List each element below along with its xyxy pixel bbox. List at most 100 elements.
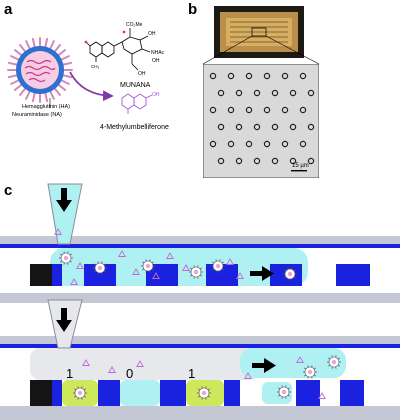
spike — [7, 74, 18, 79]
microwell-array-image: 15 µm — [203, 64, 319, 178]
microwell — [299, 106, 307, 114]
spike — [10, 79, 20, 85]
microwell — [217, 123, 225, 131]
microwell — [271, 89, 279, 97]
spike — [13, 49, 23, 57]
virus-particle — [141, 259, 155, 273]
ha-label: Hemagglutinin (HA) — [22, 104, 70, 110]
microwell — [289, 89, 297, 97]
product-triangle — [82, 359, 90, 366]
microwell — [245, 140, 253, 148]
spike — [49, 90, 55, 100]
microwell — [281, 106, 289, 114]
virus-spikes — [7, 37, 73, 103]
microwell — [281, 140, 289, 148]
microwell — [271, 123, 279, 131]
spike — [44, 37, 49, 48]
microwell — [307, 157, 315, 165]
spike — [53, 87, 61, 97]
virus-particle — [211, 259, 225, 273]
substituent-oh-bottom: OH — [138, 71, 146, 77]
virus-particle — [277, 385, 291, 399]
compartment-readout-3: 1 — [188, 366, 195, 381]
substituent-ch3: CH₃ — [91, 64, 99, 69]
compartment-readout-1: 1 — [66, 366, 73, 381]
microwell — [217, 157, 225, 165]
microwell — [253, 89, 261, 97]
microwell — [289, 157, 297, 165]
virus-particle — [283, 267, 297, 281]
spike — [60, 79, 70, 85]
spike — [7, 61, 18, 66]
spike — [13, 83, 23, 91]
product-oh: OH — [152, 92, 160, 98]
microwell — [289, 123, 297, 131]
compartment-readout-2: 0 — [126, 366, 133, 381]
microwell — [227, 106, 235, 114]
microwell — [227, 72, 235, 80]
4mu-structure: OH — [121, 92, 160, 114]
spike — [10, 55, 20, 61]
microwell — [271, 157, 279, 165]
spike — [25, 40, 31, 50]
microwell — [235, 89, 243, 97]
panel-b-letter: b — [188, 1, 198, 18]
virus-particle — [93, 261, 107, 275]
loading-particles — [54, 228, 297, 285]
spike — [31, 92, 36, 103]
microwell — [235, 123, 243, 131]
spike — [57, 83, 67, 91]
spike — [62, 74, 73, 79]
product-triangle — [70, 278, 78, 285]
microwell — [263, 106, 271, 114]
product-triangle — [244, 372, 252, 379]
microwell — [235, 157, 243, 165]
virus-particle — [197, 386, 211, 400]
product-triangle — [136, 360, 144, 367]
virus-particle — [59, 251, 73, 265]
product-triangle — [118, 250, 126, 257]
microwell — [245, 72, 253, 80]
product-triangle — [236, 272, 244, 279]
product-triangle — [226, 258, 234, 265]
munana-structure: CO₂Me OH NHAc OH OH CH₃ — [84, 22, 165, 77]
microwell — [307, 123, 315, 131]
product-triangle — [132, 268, 140, 275]
product-triangle — [296, 356, 304, 363]
spike — [62, 61, 73, 66]
substituent-co2me: CO₂Me — [126, 22, 143, 28]
substituent-oh-top: OH — [148, 31, 156, 37]
product-triangle — [108, 366, 116, 373]
microwell — [263, 72, 271, 80]
microwell — [209, 140, 217, 148]
microwell-dots — [209, 72, 315, 165]
spike — [53, 43, 61, 53]
panel-c-letter: c — [4, 182, 13, 199]
viral-rna — [24, 59, 56, 83]
microwell — [245, 106, 253, 114]
microwell — [281, 72, 289, 80]
substituent-oh-right: OH — [152, 58, 160, 64]
virus-particle — [189, 265, 203, 279]
na-label: Neuraminidase (NA) — [12, 112, 62, 118]
virus-particle — [327, 355, 341, 369]
spike — [49, 40, 55, 50]
product-triangle — [166, 252, 174, 259]
spike — [57, 49, 67, 57]
product-triangle — [152, 272, 160, 279]
product-triangle — [54, 228, 62, 235]
microwell — [209, 72, 217, 80]
microwell — [217, 89, 225, 97]
product-triangle — [182, 264, 190, 271]
spike — [19, 43, 27, 53]
panel-a-letter: a — [4, 1, 13, 18]
spike — [25, 90, 31, 100]
munana-label: MUNANA — [120, 82, 151, 89]
spike — [44, 92, 49, 103]
device-photo — [214, 6, 304, 58]
